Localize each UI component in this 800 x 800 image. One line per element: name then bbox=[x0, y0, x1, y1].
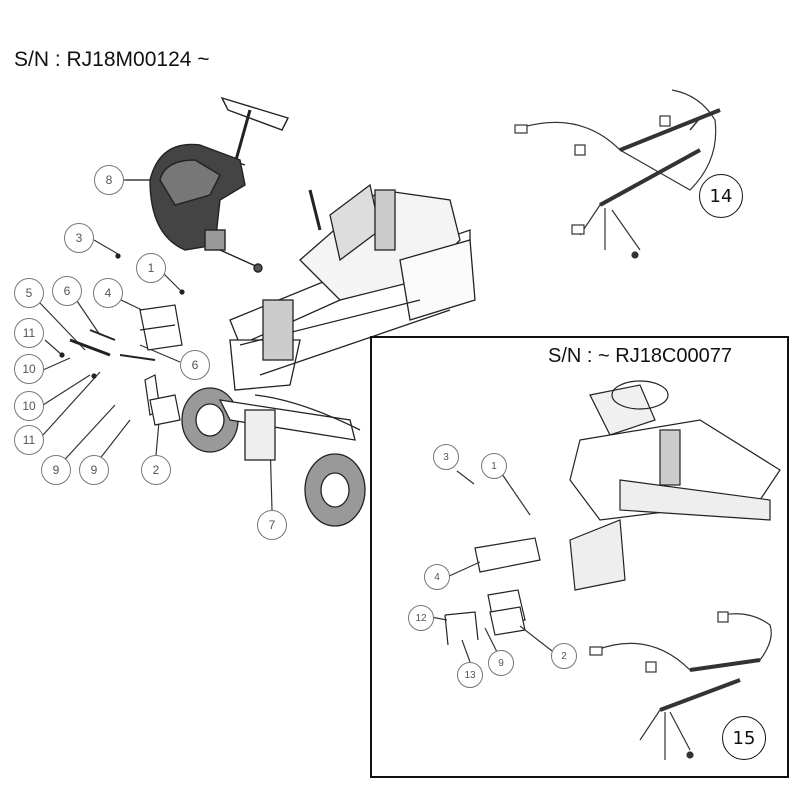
callout-9a: 9 bbox=[41, 455, 71, 485]
callout-1: 1 bbox=[136, 253, 166, 283]
serial-number-inset: S/N : ~ RJ18C00077 bbox=[548, 345, 732, 367]
inset-callout-9: 9 bbox=[488, 650, 514, 676]
callout-11a: 11 bbox=[14, 318, 44, 348]
callout-5: 5 bbox=[14, 278, 44, 308]
callout-10b: 10 bbox=[14, 391, 44, 421]
callout-14: 14 bbox=[699, 174, 743, 218]
callout-4: 4 bbox=[93, 278, 123, 308]
callout-9b: 9 bbox=[79, 455, 109, 485]
callout-2: 2 bbox=[141, 455, 171, 485]
inset-callout-2: 2 bbox=[551, 643, 577, 669]
callout-15: 15 bbox=[722, 716, 766, 760]
inset-callout-12: 12 bbox=[408, 605, 434, 631]
inset-frame bbox=[370, 336, 789, 778]
callout-3: 3 bbox=[64, 223, 94, 253]
inset-callout-4: 4 bbox=[424, 564, 450, 590]
inset-callout-1: 1 bbox=[481, 453, 507, 479]
callout-8: 8 bbox=[94, 165, 124, 195]
callout-11b: 11 bbox=[14, 425, 44, 455]
inset-callout-3: 3 bbox=[433, 444, 459, 470]
inset-callout-13: 13 bbox=[457, 662, 483, 688]
callout-10a: 10 bbox=[14, 354, 44, 384]
callout-7: 7 bbox=[257, 510, 287, 540]
callout-6b: 6 bbox=[180, 350, 210, 380]
callout-6: 6 bbox=[52, 276, 82, 306]
serial-number-top: S/N : RJ18M00124 ~ bbox=[14, 48, 210, 71]
